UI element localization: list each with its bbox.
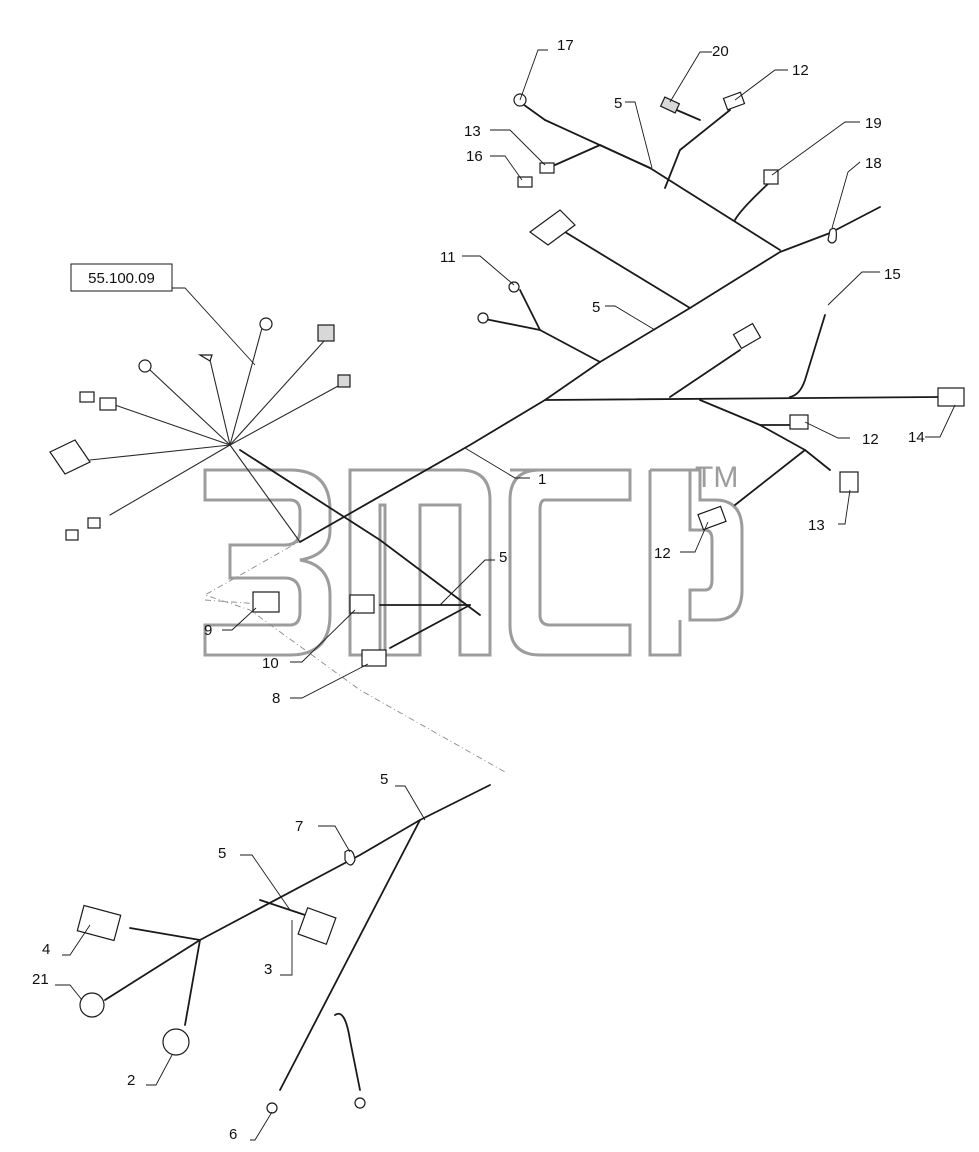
- callout-4: 4: [42, 941, 50, 958]
- reference-box-label[interactable]: 55.100.09: [88, 270, 155, 287]
- leader-lines: [55, 49, 956, 1141]
- callout-13-right: 13: [808, 517, 825, 534]
- ring-terminal-6: [266, 1102, 278, 1114]
- fan-conn-8: [49, 439, 91, 475]
- callout-20: 20: [712, 43, 729, 60]
- connector-20: [659, 96, 681, 114]
- callout-7: 7: [295, 818, 303, 835]
- callout-12-low: 12: [654, 545, 671, 562]
- dash-dot-lines: [203, 539, 506, 773]
- callout-3: 3: [264, 961, 272, 978]
- fan-conn-7: [99, 397, 117, 411]
- connector-12-right: [789, 414, 809, 430]
- callout-9: 9: [204, 622, 212, 639]
- callout-19: 19: [865, 115, 882, 132]
- clip-18: [827, 227, 837, 244]
- fan-out-bundle: [89, 327, 341, 543]
- connector-mid: [732, 322, 762, 350]
- callout-17: 17: [557, 37, 574, 54]
- watermark-tm: TM: [695, 461, 738, 494]
- callout-10: 10: [262, 655, 279, 672]
- bracket-connector: [528, 209, 576, 246]
- callout-5-lower: 5: [380, 771, 388, 788]
- connector-14: [937, 387, 965, 407]
- fan-ring-1: [259, 317, 273, 331]
- callout-5-mid: 5: [592, 299, 600, 316]
- callout-5-center: 5: [499, 549, 507, 566]
- callout-8: 8: [272, 690, 280, 707]
- clip-7: [344, 849, 356, 866]
- connector-3: [297, 906, 337, 946]
- fan-conn-9b: [65, 529, 79, 541]
- callout-13-top: 13: [464, 123, 481, 140]
- connector-13-right: [839, 471, 859, 493]
- fan-conn-2: [317, 324, 335, 342]
- callout-5-top: 5: [614, 95, 622, 112]
- connector-21: [79, 992, 105, 1018]
- fan-conn-9a: [87, 517, 101, 529]
- callout-6: 6: [229, 1126, 237, 1143]
- connector-8: [361, 649, 387, 667]
- callout-21: 21: [32, 971, 49, 988]
- fan-conn-3: [337, 374, 351, 388]
- watermark-logo: TM: [203, 461, 744, 657]
- callout-16: 16: [466, 148, 483, 165]
- connector-9: [252, 591, 280, 613]
- fan-ring-5: [138, 359, 152, 373]
- callout-2: 2: [127, 1072, 135, 1089]
- callout-15: 15: [884, 266, 901, 283]
- callout-11: 11: [440, 249, 456, 266]
- callout-14: 14: [908, 429, 925, 446]
- connector-11-ring: [508, 281, 520, 293]
- fan-clip-4: [197, 354, 213, 362]
- callout-12-right: 12: [862, 431, 879, 448]
- callout-18: 18: [865, 155, 882, 172]
- ring-terminal-11b: [477, 312, 489, 324]
- reference-box[interactable]: 55.100.09: [70, 263, 173, 292]
- connector-16: [517, 176, 533, 188]
- callout-12-top: 12: [792, 62, 809, 79]
- ring-terminal-6b: [354, 1097, 366, 1109]
- connector-10: [349, 594, 375, 614]
- connector-13-top: [539, 162, 555, 174]
- callout-1: 1: [538, 471, 546, 488]
- callout-5-bottom: 5: [218, 845, 226, 862]
- connector-4: [76, 904, 122, 942]
- lower-harness: [104, 784, 491, 1091]
- fan-conn-6: [79, 391, 95, 403]
- connector-12-low: [697, 505, 727, 531]
- connector-2: [162, 1028, 190, 1056]
- callout-labels: 17 20 12 5 19 13 16 18 11 15 5 12 14 1 1…: [32, 37, 925, 1143]
- connectors: [49, 91, 965, 1114]
- main-harness-trunk: [239, 101, 941, 649]
